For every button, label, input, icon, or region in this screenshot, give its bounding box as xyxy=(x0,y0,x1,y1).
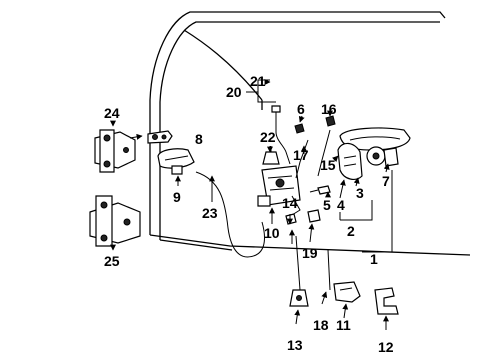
callout-21: 21 xyxy=(250,73,266,89)
clip-upper xyxy=(294,123,305,134)
callout-3: 3 xyxy=(356,185,364,201)
clip-latch xyxy=(285,213,297,225)
bracket-lines xyxy=(246,79,393,253)
callout-23: 23 xyxy=(202,205,218,221)
callout-15: 15 xyxy=(320,157,336,173)
lower-rod xyxy=(289,235,309,307)
upper-hinge xyxy=(94,129,136,173)
clip-lower xyxy=(307,209,321,223)
callout-16: 16 xyxy=(321,101,337,117)
callout-20: 20 xyxy=(226,84,242,100)
callout-12: 12 xyxy=(378,339,394,355)
latch-assembly xyxy=(257,165,301,216)
lower-bracket xyxy=(327,249,361,303)
callout-11: 11 xyxy=(336,317,351,333)
callout-25: 25 xyxy=(104,253,120,269)
outside-handle xyxy=(337,127,411,180)
callout-22: 22 xyxy=(260,129,276,145)
striker xyxy=(147,130,173,144)
handle-rod xyxy=(317,129,331,177)
callout-14: 14 xyxy=(282,195,298,211)
callout-7: 7 xyxy=(382,173,390,189)
callout-17: 17 xyxy=(293,147,309,163)
callout-24: 24 xyxy=(104,105,120,121)
inside-handle xyxy=(157,148,195,175)
lower-hinge xyxy=(89,195,141,247)
callouts: 1 2 3 4 5 6 7 8 9 10 11 12 13 14 15 16 1… xyxy=(104,73,394,355)
callout-2: 2 xyxy=(347,223,355,239)
callout-6: 6 xyxy=(297,101,305,117)
lock-rod xyxy=(271,105,291,165)
callout-1: 1 xyxy=(370,251,378,267)
lock-button xyxy=(262,146,280,165)
leader-lines xyxy=(110,79,390,330)
callout-5: 5 xyxy=(323,197,331,213)
clip-rod xyxy=(325,115,336,127)
bolt xyxy=(309,185,331,195)
callout-10: 10 xyxy=(264,225,280,241)
callout-19: 19 xyxy=(302,245,318,261)
callout-18: 18 xyxy=(313,317,329,333)
callout-4: 4 xyxy=(337,197,345,213)
callout-8: 8 xyxy=(195,131,203,147)
bracket-12 xyxy=(374,287,399,315)
remote-cable xyxy=(195,171,265,258)
callout-13: 13 xyxy=(287,337,303,353)
callout-9: 9 xyxy=(173,189,181,205)
